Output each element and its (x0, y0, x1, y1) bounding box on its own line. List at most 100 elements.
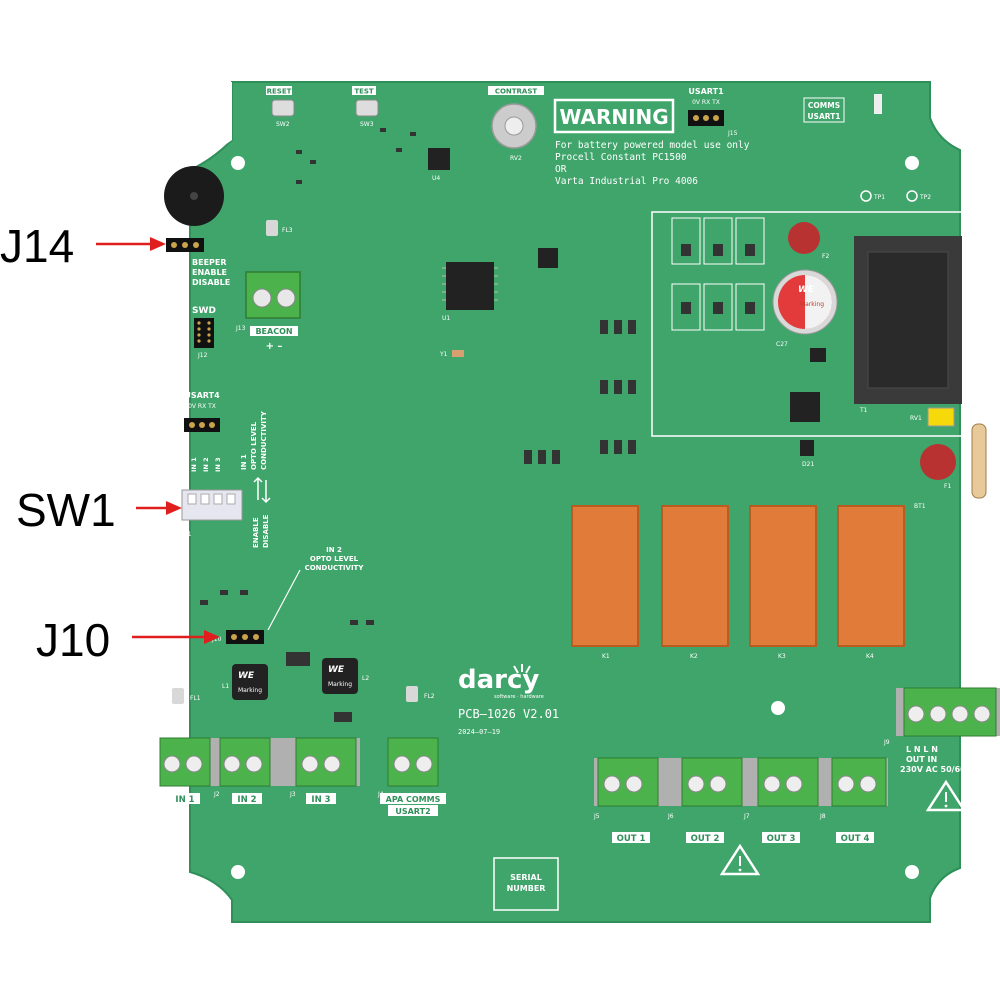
mains-hazard-icon (925, 779, 967, 812)
dip-toggle (213, 493, 223, 505)
smd-part (200, 600, 208, 605)
header-pin (182, 242, 188, 248)
terminal-screw (301, 755, 319, 773)
smd-part (380, 128, 386, 132)
out2-label-bg (686, 832, 724, 843)
mounting-hole (905, 156, 919, 170)
comms-label: COMMS (808, 101, 840, 110)
sw1-ref: SW1 (178, 531, 192, 538)
inductor-l1-logo: WE (238, 671, 255, 681)
out3-label-bg (762, 832, 800, 843)
buzzer-center (190, 192, 198, 200)
sw1-enable-label: ENABLE (252, 517, 260, 548)
u4-ref: U4 (432, 175, 440, 182)
terminal-screw (252, 288, 272, 308)
terminal-screw (323, 755, 341, 773)
j9-ref: J9 (883, 739, 890, 746)
ic-regulator (790, 392, 820, 422)
mains-direction: OUT IN (906, 755, 937, 764)
header-pin (693, 115, 699, 121)
smd-part (614, 320, 622, 334)
out2-label: OUT 2 (691, 834, 720, 844)
diode-bridge-upper (671, 217, 765, 265)
header-pin (197, 339, 201, 343)
warning-line-1: For battery powered model use only (555, 140, 750, 151)
diode-bridge-lower (671, 283, 765, 331)
smd-part (614, 380, 622, 394)
header-pin (703, 115, 709, 121)
reset-label: RESET (267, 88, 292, 96)
j10-ref: J10 (211, 636, 222, 643)
inductor-l1-marking: Marking (238, 687, 262, 694)
swd-pins (197, 321, 211, 343)
test-label-bg (352, 86, 376, 95)
j13-ref: J13 (235, 325, 246, 332)
smd-part (240, 590, 248, 595)
resistor-r26 (971, 423, 987, 499)
inductor-l2 (322, 658, 358, 694)
smd-part (286, 652, 310, 666)
k2-ref: K2 (690, 653, 698, 660)
header-pin (193, 242, 199, 248)
mounting-hole (771, 701, 785, 715)
sw1-arrowhead-icon (166, 501, 182, 515)
smd-part (410, 132, 416, 136)
smd-part (334, 712, 352, 722)
diode-d28 (810, 348, 826, 362)
diode (713, 244, 723, 256)
ferrite-fl2 (406, 686, 418, 702)
header-pin (242, 634, 248, 640)
terminal-screw (223, 755, 241, 773)
terminal-screw (163, 755, 181, 773)
terminal-screw (415, 755, 433, 773)
terminal-screw (625, 775, 643, 793)
terminal-screw (973, 705, 991, 723)
inductor-l1 (232, 664, 268, 700)
j5-ref: J5 (593, 813, 600, 820)
apa-comms-label: APA COMMS (386, 795, 441, 804)
terminal-screw (763, 775, 781, 793)
k4-ref: K4 (866, 653, 874, 660)
diode (745, 302, 755, 314)
rv2-ref: RV2 (510, 155, 522, 162)
number-label: NUMBER (507, 884, 546, 893)
out1-label: OUT 1 (617, 834, 646, 844)
fl2-ref: FL2 (424, 693, 435, 700)
terminal-screw (709, 775, 727, 793)
y1-ref: Y1 (439, 351, 448, 358)
terminal-screw (951, 705, 969, 723)
header-pin (231, 634, 237, 640)
header-pin (197, 327, 201, 331)
reset-button (271, 99, 295, 117)
test-button (355, 99, 379, 117)
dip-toggle (187, 493, 197, 505)
ic-pins (442, 267, 498, 301)
input-terminal-screws (163, 755, 341, 773)
dip-toggle (226, 493, 236, 505)
diode-cell (735, 283, 765, 331)
terminal-screw (185, 755, 203, 773)
header-pin (199, 422, 205, 428)
pcb-version: PCB–1026 V2.01 (458, 707, 559, 721)
swd-header (194, 318, 214, 348)
sw1-arrows-icon (253, 476, 271, 504)
relay-k4 (837, 505, 905, 647)
transformer-core (867, 251, 949, 389)
hazard-dot (944, 804, 948, 808)
beeper-enable-label: ENABLE (192, 268, 227, 277)
swd-label: SWD (192, 306, 216, 316)
sw1-in3-label: IN 3 (214, 457, 222, 472)
smd-part (628, 440, 636, 454)
j10-arrowhead-icon (204, 630, 220, 644)
hazard-warning-icon (719, 843, 761, 876)
capacitor-c27-sleeve (805, 275, 832, 329)
smd-part (600, 380, 608, 394)
usart2-label: USART2 (395, 807, 430, 816)
out3-label: OUT 3 (767, 834, 796, 844)
j11-ref: J11 (175, 441, 186, 448)
l2-ref: L2 (362, 675, 369, 682)
tp2-ref: TP2 (919, 194, 931, 201)
diode-cell (671, 217, 701, 265)
contrast-label-bg (488, 86, 544, 95)
